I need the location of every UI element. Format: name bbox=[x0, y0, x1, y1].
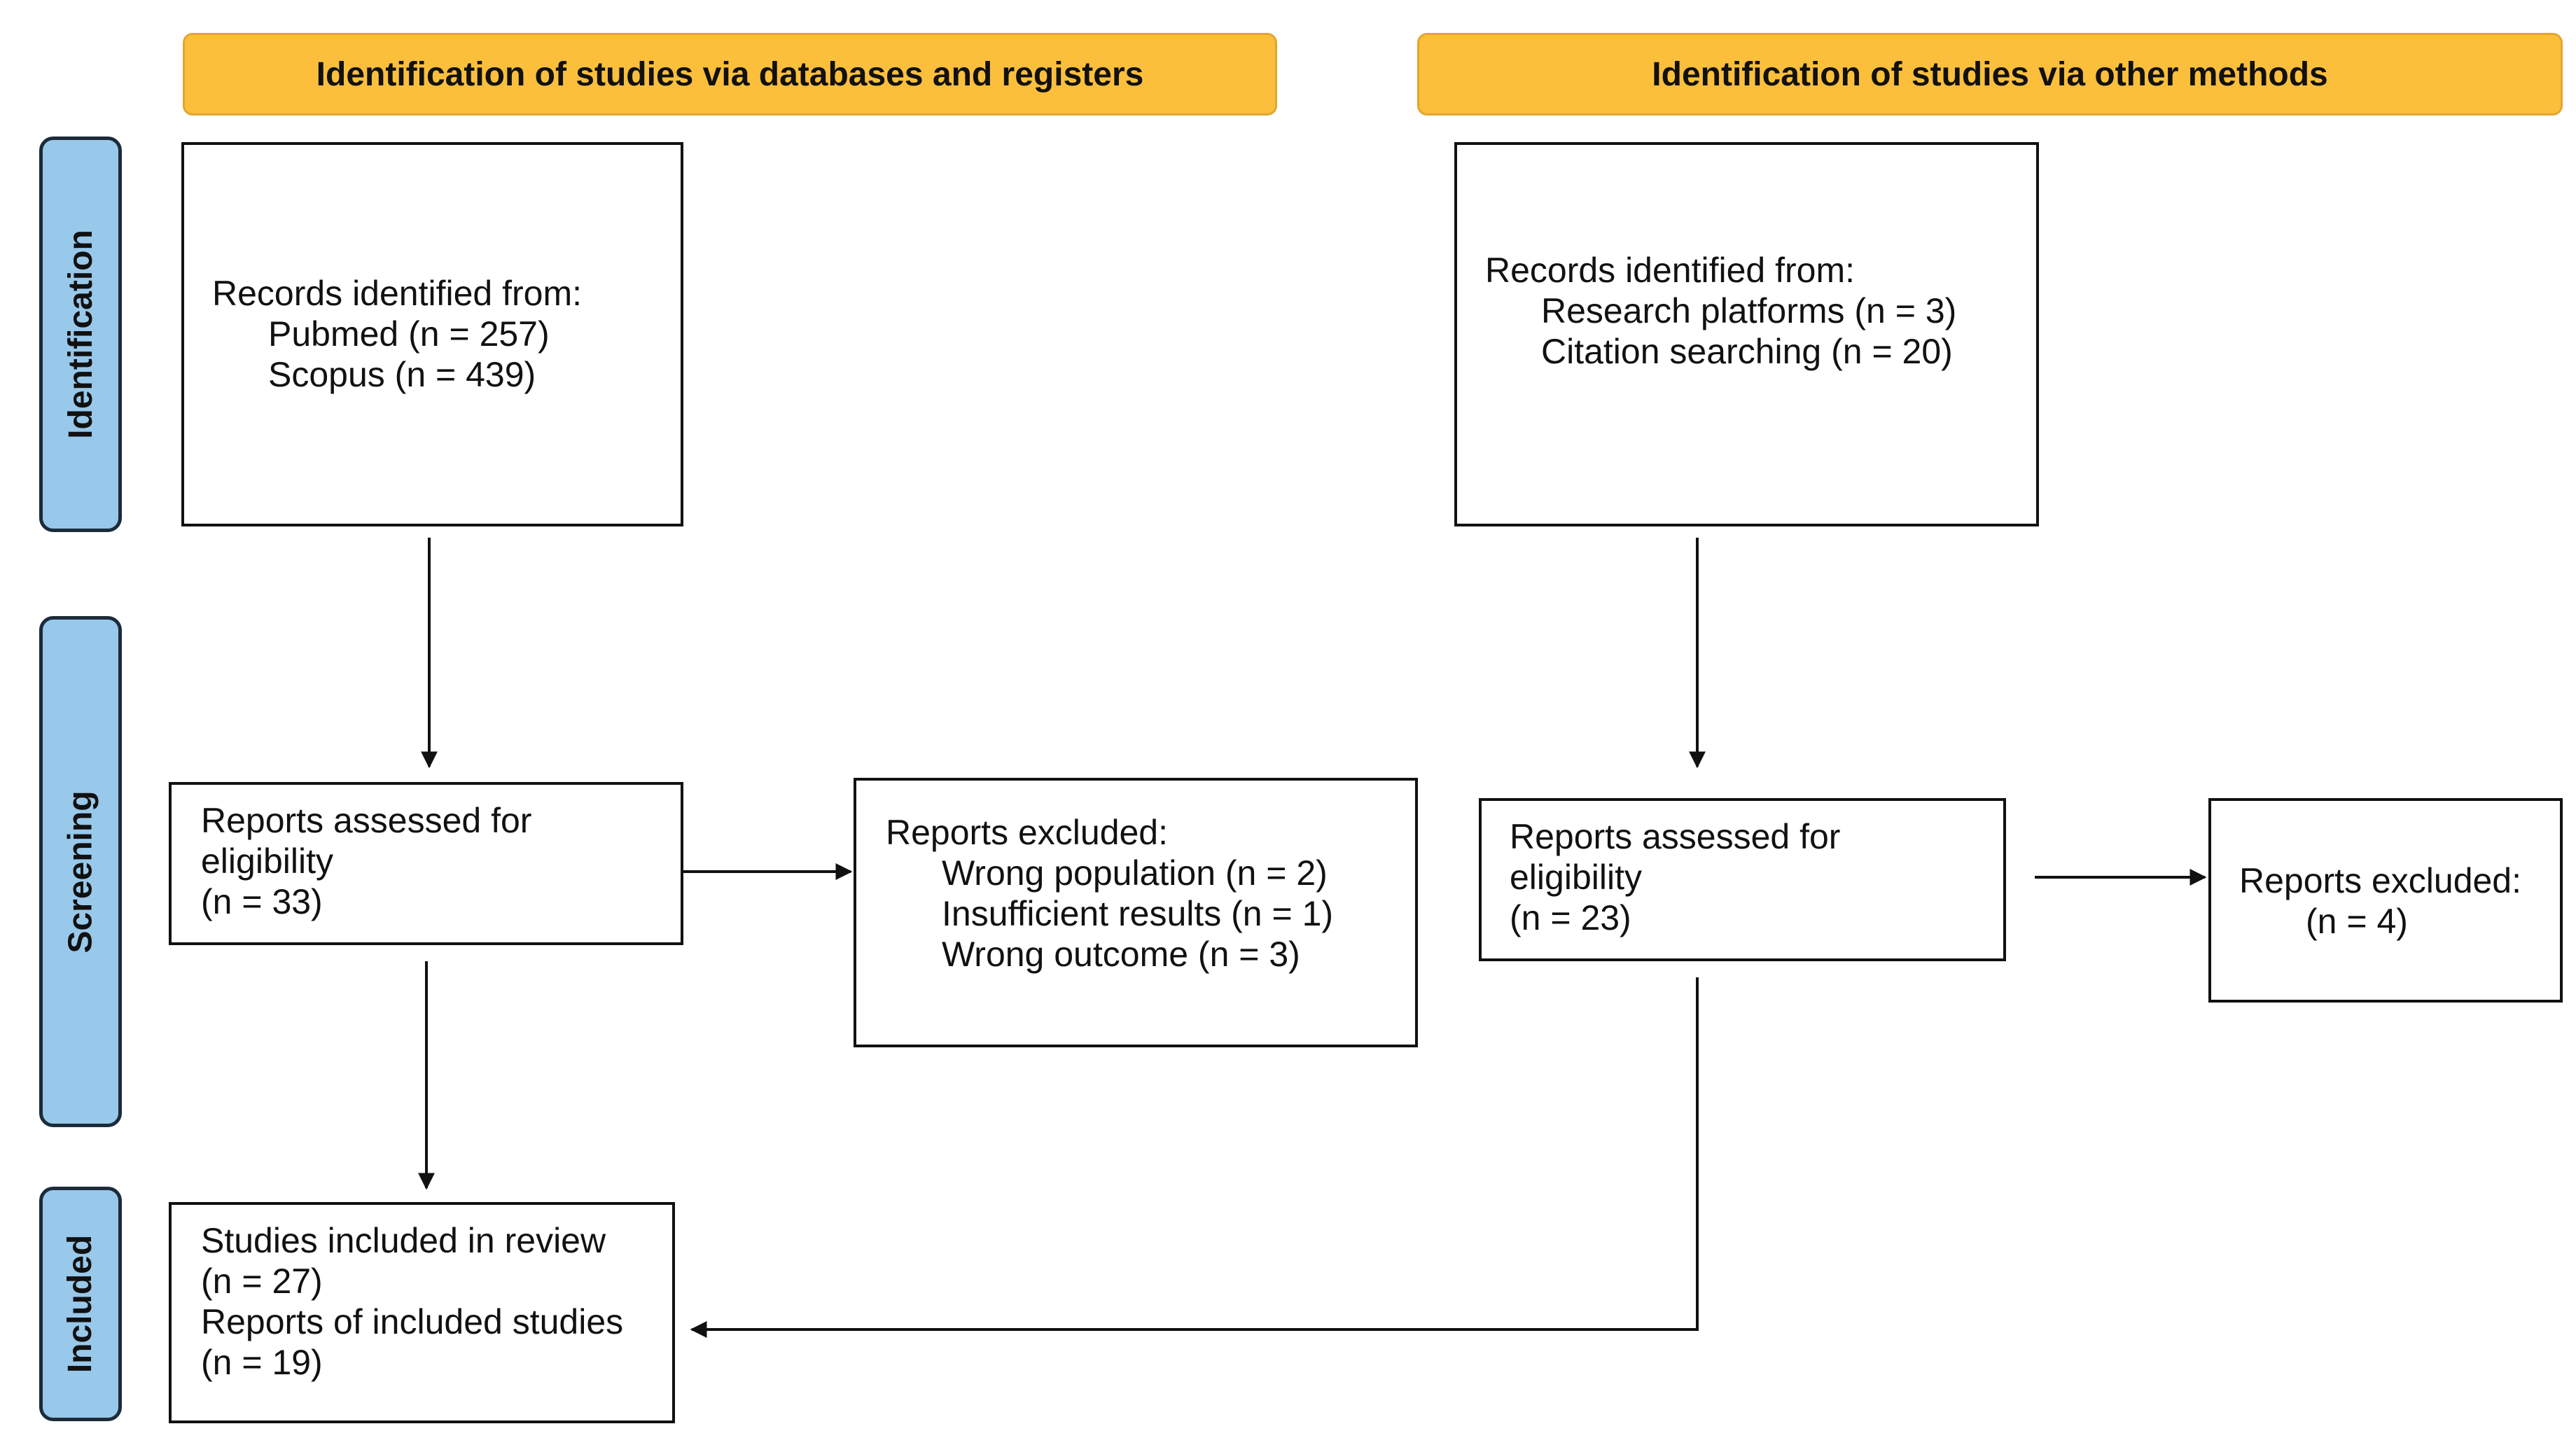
stage-included: Included bbox=[39, 1187, 122, 1421]
studies-included-box: Studies included in review (n = 27) Repo… bbox=[169, 1202, 675, 1423]
excluded-item-wrong-outcome: Wrong outcome (n = 3) bbox=[942, 935, 1300, 974]
reports-assessed-left-box: Reports assessed for eligibility (n = 33… bbox=[169, 782, 683, 945]
excluded-item-wrong-population: Wrong population (n = 2) bbox=[942, 853, 1328, 893]
records-identified-other-title: Records identified from: bbox=[1485, 251, 1856, 290]
records-item-research-platforms: Research platforms (n = 3) bbox=[1541, 291, 1957, 330]
stage-screening: Screening bbox=[39, 616, 122, 1127]
reports-excluded-left-box: Reports excluded: Wrong population (n = … bbox=[854, 778, 1418, 1047]
records-identified-title: Records identified from: bbox=[212, 274, 583, 313]
records-identified-databases-box: Records identified from: Pubmed (n = 257… bbox=[181, 142, 683, 526]
studies-included-line1: Studies included in review bbox=[201, 1221, 606, 1260]
records-item-pubmed: Pubmed (n = 257) bbox=[268, 314, 550, 354]
stage-identification: Identification bbox=[39, 137, 122, 532]
reports-included-line: Reports of included studies bbox=[201, 1302, 624, 1341]
header-other-methods: Identification of studies via other meth… bbox=[1417, 33, 2563, 116]
records-identified-other-box: Records identified from: Research platfo… bbox=[1454, 142, 2039, 526]
reports-assessed-right-line1: Reports assessed for bbox=[1510, 817, 1841, 856]
header-other-methods-label: Identification of studies via other meth… bbox=[1652, 55, 2328, 93]
records-item-citation-searching: Citation searching (n = 20) bbox=[1541, 332, 1953, 371]
reports-excluded-left-title: Reports excluded: bbox=[886, 813, 1169, 852]
header-databases-registers: Identification of studies via databases … bbox=[183, 33, 1277, 116]
records-item-scopus: Scopus (n = 439) bbox=[268, 355, 536, 394]
reports-assessed-left-line2: eligibility bbox=[201, 842, 333, 881]
reports-assessed-right-box: Reports assessed for eligibility (n = 23… bbox=[1479, 798, 2006, 961]
reports-excluded-right-count: (n = 4) bbox=[2306, 902, 2408, 941]
reports-assessed-left-count: (n = 33) bbox=[201, 882, 323, 921]
reports-included-count: (n = 19) bbox=[201, 1343, 323, 1382]
reports-assessed-right-count: (n = 23) bbox=[1510, 898, 1631, 937]
reports-assessed-left-line1: Reports assessed for bbox=[201, 801, 532, 840]
reports-excluded-right-box: Reports excluded: (n = 4) bbox=[2208, 798, 2563, 1003]
arrow-assessed-right-to-included bbox=[690, 977, 1699, 1338]
reports-assessed-right-line2: eligibility bbox=[1510, 858, 1642, 897]
excluded-item-insufficient-results: Insufficient results (n = 1) bbox=[942, 894, 1334, 933]
header-databases-registers-label: Identification of studies via databases … bbox=[316, 55, 1144, 93]
reports-excluded-right-title: Reports excluded: bbox=[2239, 861, 2522, 900]
studies-included-count: (n = 27) bbox=[201, 1262, 323, 1301]
